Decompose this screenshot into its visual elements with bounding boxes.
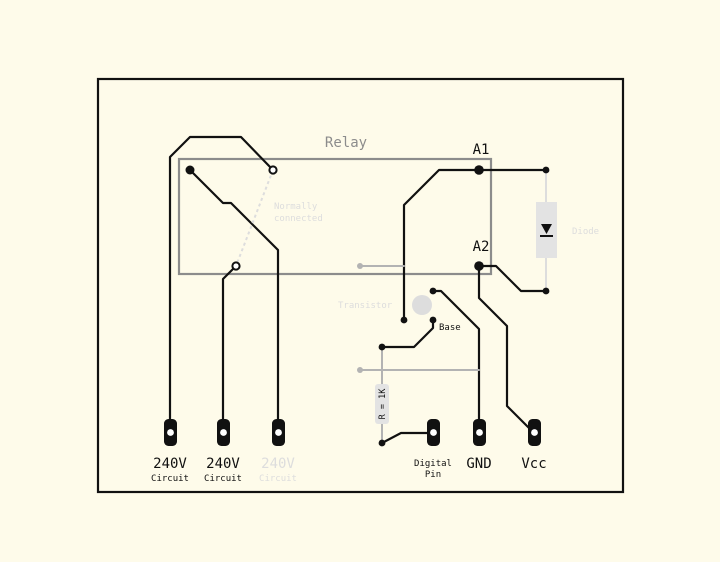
wire-resistor-to-digital-pin	[380, 431, 435, 445]
resistor-label: R = 1K	[378, 388, 388, 420]
terminal-vcc-label: Vcc	[521, 456, 546, 472]
normally-connected-label-line1: Normally	[274, 202, 318, 212]
transistor-base-label: Base	[439, 323, 461, 333]
wire-resistor-to-base	[380, 318, 435, 349]
terminal-digital-pin[interactable]	[427, 419, 440, 446]
relay-label: Relay	[325, 135, 367, 151]
terminal-2-label: 240V	[206, 456, 240, 472]
transistor-emitter-pin	[429, 287, 437, 295]
resistor-node-top	[378, 343, 386, 351]
coil-a1-label: A1	[473, 142, 490, 158]
wire-common-to-circuit3	[188, 168, 280, 422]
terminal-240v-circuit-1[interactable]	[164, 419, 177, 446]
wire-a2-to-diode	[477, 264, 548, 293]
relay-box	[177, 157, 493, 276]
diode-node-bottom	[542, 287, 550, 295]
wire-emitter-to-gnd	[431, 289, 481, 422]
board-frame	[96, 77, 625, 494]
diode-label: Diode	[572, 227, 599, 237]
coil-a2-node	[474, 261, 484, 271]
diode-symbol-icon	[541, 224, 552, 234]
relay-contact-bottom	[231, 261, 241, 271]
terminal-240v-circuit-3[interactable]	[272, 419, 285, 446]
gnd-rail-node	[357, 367, 363, 373]
relay-common-contact	[185, 165, 195, 175]
relay-contact-top	[268, 165, 278, 175]
transistor-collector-node	[357, 263, 363, 269]
terminal-3-label: 240V	[261, 456, 295, 472]
terminal-3-sublabel: Circuit	[259, 474, 297, 484]
terminal-1-label: 240V	[153, 456, 187, 472]
terminal-240v-circuit-2[interactable]	[217, 419, 230, 446]
coil-a2-label: A2	[473, 239, 490, 255]
wire-a2-to-vcc	[477, 264, 536, 435]
resistor-body	[375, 384, 389, 424]
terminal-1-sublabel: Circuit	[151, 474, 189, 484]
coil-a1-node	[474, 165, 484, 175]
normally-connected-label-line2: connected	[274, 214, 323, 224]
transistor-label: Transistor	[338, 301, 393, 311]
terminal-gnd-label: GND	[466, 456, 491, 472]
wire-transistor-to-a1	[402, 168, 481, 322]
terminal-digital-label-line2: Pin	[425, 470, 441, 480]
terminal-vcc[interactable]	[528, 419, 541, 446]
transistor-collector-pin	[400, 316, 408, 324]
transistor-base-pin	[429, 316, 437, 324]
terminal-gnd[interactable]	[473, 419, 486, 446]
switch-normally-connected-path	[235, 169, 274, 267]
terminal-digital-label: Digital	[414, 459, 452, 469]
terminal-2-sublabel: Circuit	[204, 474, 242, 484]
wire-circuit2-to-relay	[221, 264, 238, 422]
transistor-body	[412, 295, 432, 315]
diode-node-top	[542, 166, 550, 174]
wire-circuit1-to-relay	[168, 135, 275, 422]
